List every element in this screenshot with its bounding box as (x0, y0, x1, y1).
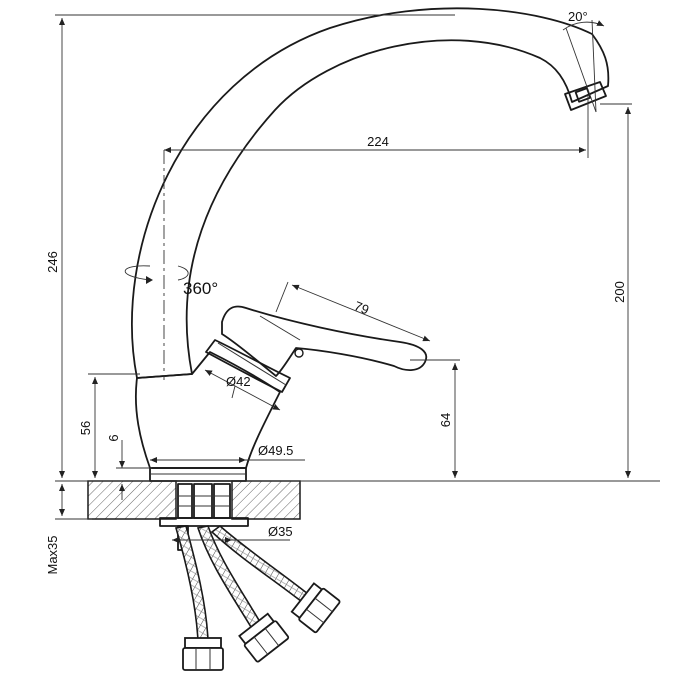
label-handle-length: 79 (352, 298, 371, 317)
spout-shell (131, 7, 610, 379)
dimension-labels: 246 224 20° 360° 200 79 Ø42 Ø49.5 56 6 6… (45, 9, 627, 575)
label-shank-diameter: Ø35 (268, 524, 293, 539)
label-base-plate: 6 (106, 434, 121, 441)
handle-collar (205, 339, 291, 393)
shank-nut-center (193, 483, 213, 519)
label-handle-height: 64 (438, 413, 453, 427)
lever-handle-shape (221, 305, 428, 377)
countertop-right (231, 480, 301, 520)
label-spout-reach: 224 (367, 134, 389, 149)
label-spout-angle: 20° (568, 9, 588, 24)
aerator (564, 81, 607, 111)
label-rotation: 360° (183, 279, 218, 298)
shank-nut-right (213, 483, 231, 519)
spout (124, 7, 610, 379)
hose-right (210, 524, 310, 604)
label-spout-height: 200 (612, 281, 627, 303)
label-body-height: 56 (78, 421, 93, 435)
dimension-lines (55, 14, 660, 543)
faucet-body (134, 339, 291, 482)
countertop-left (87, 480, 177, 520)
label-handle-diameter: Ø42 (226, 374, 251, 389)
hose-nut-right (290, 582, 341, 634)
shank-nut-left (177, 483, 193, 519)
label-total-height: 246 (45, 251, 60, 273)
hose-nut-middle (238, 612, 290, 663)
label-max-countertop: Max35 (45, 535, 60, 574)
lever-handle (221, 305, 428, 377)
water-hoses (174, 524, 341, 671)
hose-nut-left (182, 637, 224, 671)
rotation-arrow (124, 265, 189, 284)
countertop (87, 480, 301, 520)
label-base-diameter: Ø49.5 (258, 443, 293, 458)
